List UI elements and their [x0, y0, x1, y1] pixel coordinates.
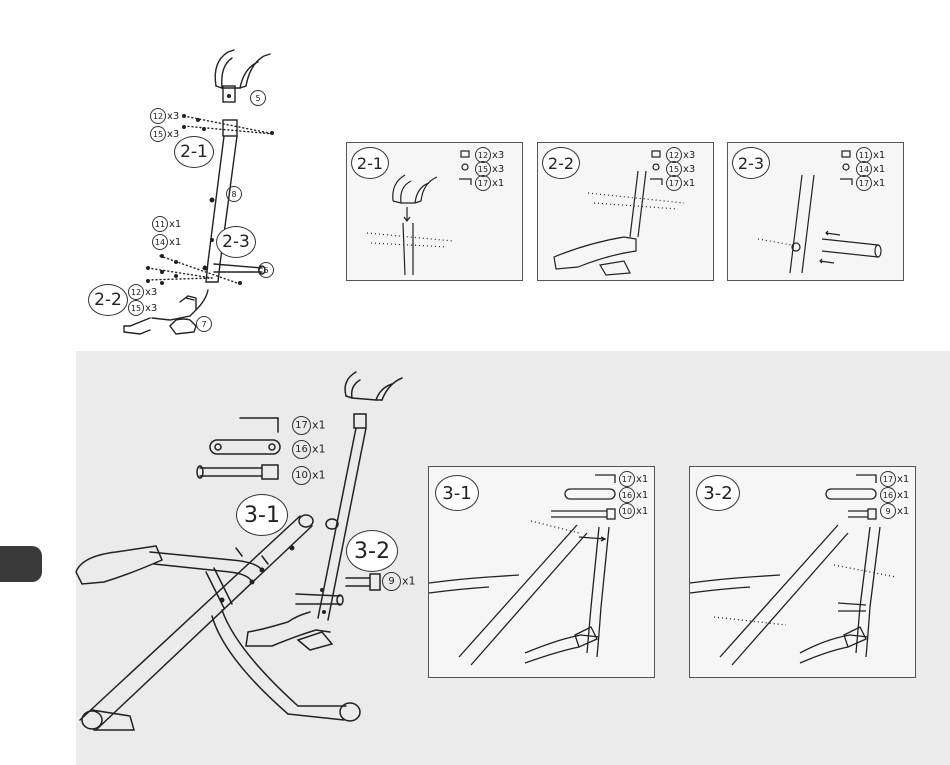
step-3-2-label: 3-2: [354, 539, 390, 564]
detail-3-2-drawing: [690, 467, 915, 677]
step-3-2-badge: 3-2: [346, 530, 398, 572]
step-3-1-badge: 3-1: [236, 494, 288, 536]
detail-3-1-drawing: [429, 467, 654, 677]
step-3-1-label: 3-1: [244, 503, 280, 528]
hex-key-shape: [240, 418, 278, 432]
